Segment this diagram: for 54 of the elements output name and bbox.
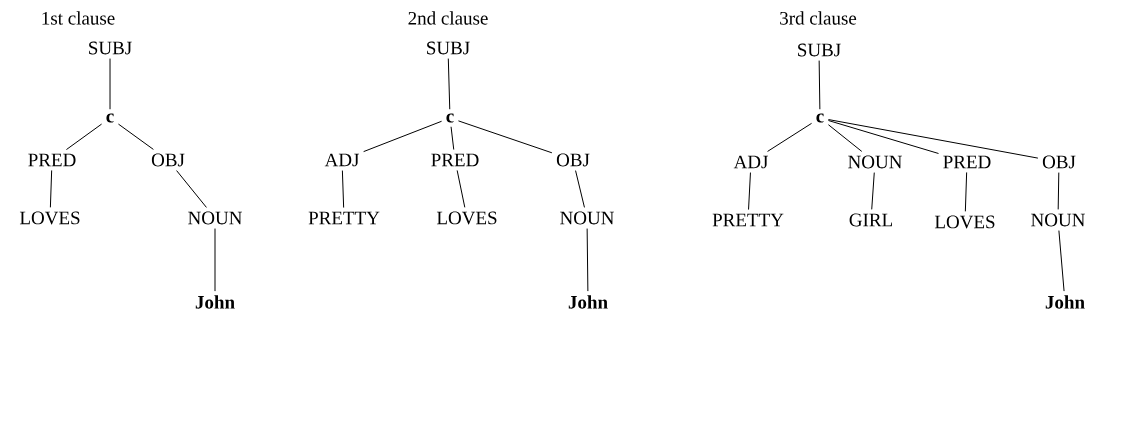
tree-label: PRED bbox=[431, 153, 479, 167]
tree-branch bbox=[457, 120, 553, 154]
tree-branch bbox=[575, 170, 585, 208]
tree-branch bbox=[341, 170, 345, 209]
tree-branch bbox=[447, 58, 451, 110]
tree-label: NOUN bbox=[188, 211, 242, 225]
tree-branch bbox=[176, 170, 207, 208]
clause-heading: 3rd clause bbox=[780, 11, 857, 25]
tree-branch bbox=[818, 60, 821, 110]
tree-label: GIRL bbox=[849, 213, 892, 227]
tree-label: LOVES bbox=[436, 211, 497, 225]
tree-label: John bbox=[195, 295, 235, 309]
tree-label: John bbox=[1045, 295, 1085, 309]
tree-label: PRED bbox=[943, 155, 991, 169]
tree-label: NOUN bbox=[1031, 213, 1085, 227]
tree-branch bbox=[827, 120, 939, 154]
tree-branch bbox=[456, 169, 466, 208]
tree-label: ADJ bbox=[324, 153, 359, 167]
tree-label: LOVES bbox=[19, 211, 80, 225]
tree-label: LOVES bbox=[934, 215, 995, 229]
tree-label: OBJ bbox=[151, 153, 185, 167]
tree-label: NOUN bbox=[848, 155, 902, 169]
tree-branch bbox=[1058, 230, 1065, 292]
tree-branch bbox=[748, 172, 751, 211]
tree-branch bbox=[827, 124, 863, 152]
tree-branch bbox=[827, 119, 1039, 159]
clause-heading: 2nd clause bbox=[408, 11, 488, 25]
tree-branch bbox=[363, 120, 443, 153]
tree-branch bbox=[117, 123, 154, 150]
tree-branch bbox=[49, 169, 53, 208]
tree-branch bbox=[65, 123, 103, 151]
tree-label: SUBJ bbox=[89, 41, 132, 55]
tree-label: SUBJ bbox=[427, 41, 470, 55]
tree-label: c bbox=[816, 113, 824, 123]
tree-branch bbox=[767, 122, 813, 152]
tree-branch bbox=[109, 58, 111, 110]
tree-branch bbox=[586, 228, 589, 292]
tree-label: PRETTY bbox=[712, 213, 784, 227]
tree-label: NOUN bbox=[560, 211, 614, 225]
tree-label: ADJ bbox=[733, 155, 768, 169]
tree-label: PRETTY bbox=[308, 211, 380, 225]
tree-label: c bbox=[446, 113, 454, 123]
tree-label: John bbox=[568, 295, 608, 309]
tree-label: PRED bbox=[28, 153, 76, 167]
tree-label: OBJ bbox=[1042, 155, 1076, 169]
tree-label: SUBJ bbox=[798, 43, 841, 57]
tree-branch bbox=[871, 172, 875, 210]
clause-heading: 1st clause bbox=[42, 11, 115, 25]
tree-branch bbox=[1057, 172, 1060, 210]
tree-branch bbox=[450, 126, 455, 151]
tree-label: OBJ bbox=[556, 153, 590, 167]
tree-branch bbox=[214, 228, 216, 292]
tree-branch bbox=[964, 171, 968, 212]
tree-label: c bbox=[106, 113, 114, 123]
